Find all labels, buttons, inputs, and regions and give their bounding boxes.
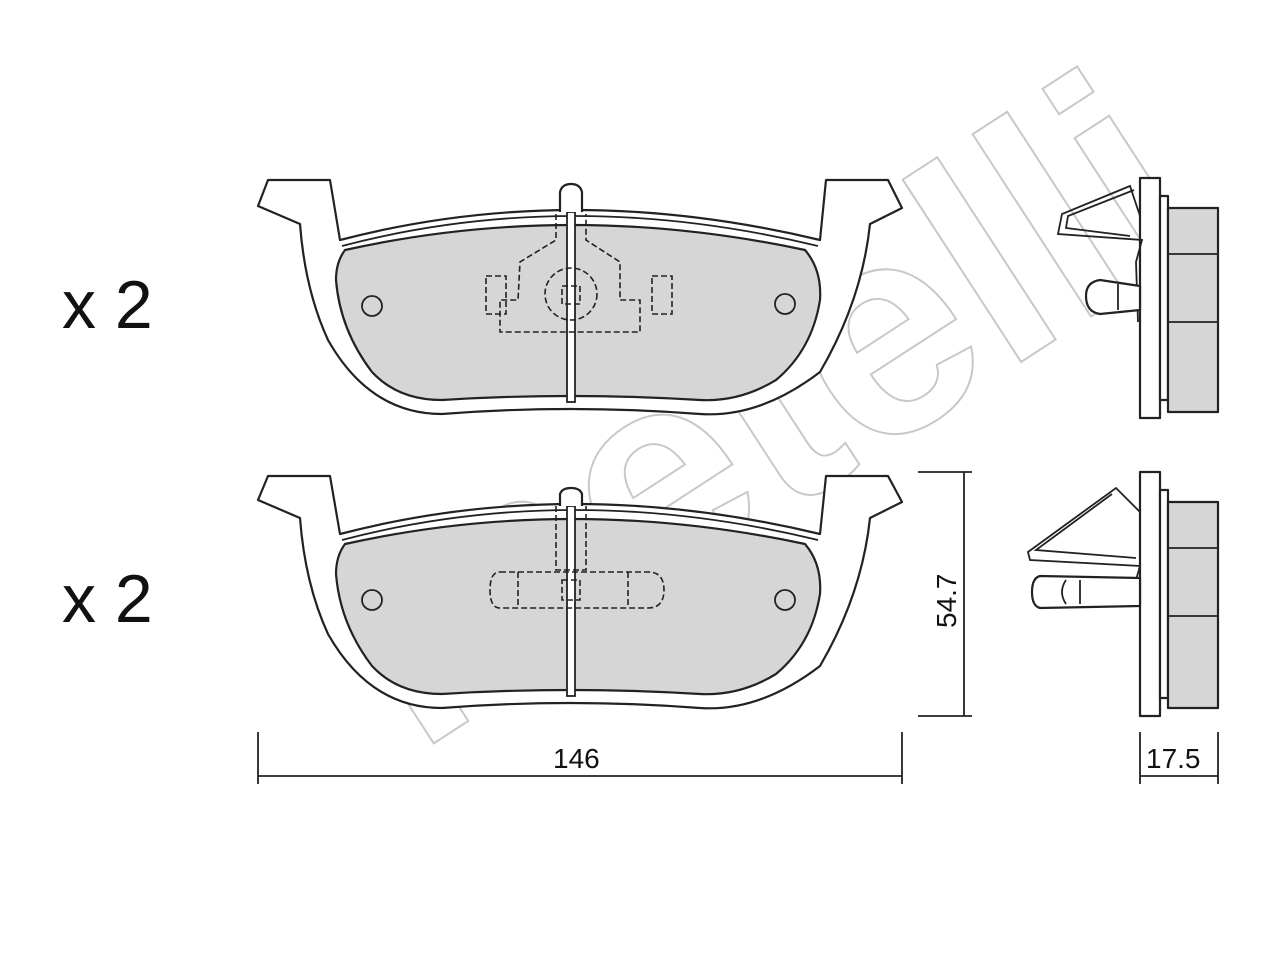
- top-side-piston-clip: [1084, 278, 1142, 316]
- dimension-width-label: 146: [553, 743, 600, 774]
- dimension-height-label: 54.7: [931, 574, 962, 629]
- bottom-clip-center: [561, 579, 581, 601]
- top-clip-hidden-lines: [499, 214, 641, 333]
- top-center-slot: [566, 211, 576, 403]
- bottom-clip-bar: [489, 571, 665, 609]
- top-side-spring-clip-inner: [1064, 189, 1135, 237]
- dimension-thickness: 17.5: [1139, 732, 1219, 784]
- bottom-hole-left: [361, 589, 383, 611]
- dimension-height: 54.7: [918, 471, 972, 717]
- top-side-spring-clip: [1056, 184, 1144, 323]
- quantity-label-top: x 2: [62, 267, 153, 343]
- top-pad-side-view: [1056, 176, 1220, 420]
- dimension-width: 146: [257, 732, 903, 784]
- bottom-side-spring-clip-inner: [1033, 493, 1137, 559]
- top-clip-tab-right: [651, 275, 673, 315]
- top-clip-center: [561, 285, 581, 305]
- top-clip-tab-left: [485, 275, 507, 315]
- top-pad-front-view: [256, 178, 904, 416]
- bottom-sensor-tab: [558, 486, 584, 506]
- top-sensor-tab: [558, 182, 584, 212]
- bottom-hole-right: [774, 589, 796, 611]
- quantity-label-bottom: x 2: [62, 561, 153, 637]
- bottom-clip-hidden-lines: [555, 506, 587, 571]
- bottom-side-backing-step: [1158, 488, 1170, 700]
- bottom-side-piston-clip: [1030, 574, 1142, 610]
- top-hole-right: [774, 293, 796, 315]
- top-hole-left: [361, 295, 383, 317]
- top-clip-ring: [544, 267, 598, 321]
- bottom-friction-material: [334, 517, 822, 696]
- top-side-friction: [1166, 206, 1220, 414]
- top-side-backing: [1138, 176, 1162, 420]
- bottom-side-piston-clip-mark: [1061, 579, 1081, 605]
- bottom-side-backing: [1138, 470, 1162, 718]
- dimension-thickness-label: 17.5: [1146, 743, 1201, 774]
- bottom-center-slot: [566, 505, 576, 697]
- bottom-side-spring-clip: [1026, 486, 1142, 581]
- bottom-pad-front-view: [256, 474, 904, 710]
- top-friction-material: [334, 223, 822, 402]
- bottom-pad-side-view: [1026, 470, 1220, 718]
- top-side-backing-step: [1158, 194, 1170, 402]
- bottom-side-friction: [1166, 500, 1220, 710]
